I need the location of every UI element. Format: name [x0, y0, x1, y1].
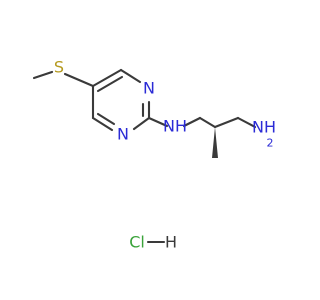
terminal-amine-hydrogen-label: H — [264, 118, 276, 137]
chloride-label: Cl — [129, 233, 145, 252]
terminal-amine-nitrogen-label: N — [252, 118, 264, 137]
bond-ring-n1-c6 — [91, 116, 114, 132]
bond-ch2-nh2 — [236, 116, 257, 129]
wedge-bond-methyl — [212, 127, 218, 158]
bond-ch2-chiral — [198, 116, 217, 129]
bond-c2-nh — [147, 116, 169, 128]
chemical-structure-diagram: S N N N H N H 2 Cl H — [32, 58, 276, 252]
bond-ring-c2-n1 — [132, 116, 151, 131]
amine-hydrogen-label: H — [175, 117, 187, 136]
bond-nh-ch2 — [182, 116, 202, 128]
bond-ring-n1-c6-inner — [96, 112, 116, 126]
bond-ring-c5-c4 — [91, 68, 123, 88]
bond-ring-c5-c4-inner — [96, 75, 124, 93]
terminal-amine-subscript-label: 2 — [267, 137, 274, 150]
sulfur-atom-label: S — [54, 58, 64, 77]
amine-nitrogen-label: N — [163, 117, 175, 136]
pyrimidine-nitrogen-top-label: N — [143, 79, 155, 98]
bond-ring-c4-n3 — [119, 68, 142, 84]
bond-methyl-s — [32, 70, 54, 80]
pyrimidine-nitrogen-bottom-label: N — [117, 125, 129, 144]
bond-chiral-ch2 — [213, 116, 240, 129]
salt-hydrogen-label: H — [165, 233, 177, 252]
bond-s-ring — [63, 72, 95, 88]
